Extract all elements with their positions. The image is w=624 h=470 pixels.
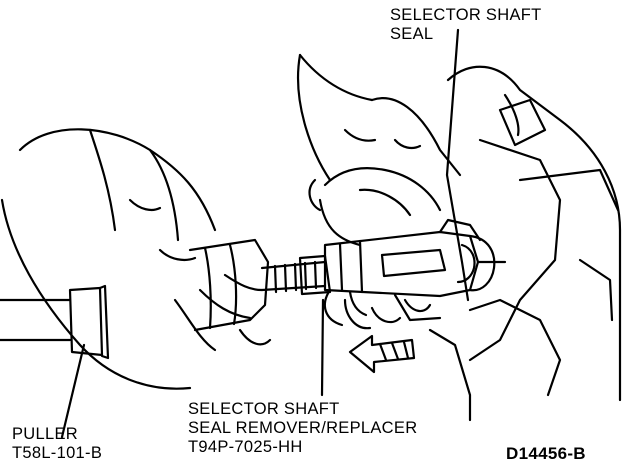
left-hand: [0, 128, 272, 390]
right-hand: [296, 53, 462, 330]
label-line: SEAL REMOVER/REPLACER: [188, 419, 418, 437]
direction-arrow: [348, 334, 416, 374]
label-line: SELECTOR SHAFT: [188, 400, 340, 418]
label-line: SEAL: [390, 25, 434, 43]
selector-shaft-seal-label: SELECTOR SHAFT SEAL: [390, 6, 542, 44]
tool-leader-line: [320, 298, 325, 397]
remover-replacer-label: SELECTOR SHAFT SEAL REMOVER/REPLACER T94…: [188, 400, 417, 457]
figure-id: D14456-B: [506, 444, 586, 463]
label-line: T94P-7025-HH: [188, 438, 303, 456]
seal-remover-replacer-tool: [323, 218, 507, 322]
label-line: PULLER: [12, 425, 78, 443]
threaded-shaft: [260, 254, 332, 296]
label-line: SELECTOR SHAFT: [390, 6, 542, 24]
puller-body: [0, 238, 270, 360]
transmission-case: [428, 65, 622, 422]
label-line: T58L-101-B: [12, 444, 103, 462]
puller-leader-line: [60, 343, 86, 439]
puller-label: PULLER T58L-101-B: [12, 425, 102, 463]
